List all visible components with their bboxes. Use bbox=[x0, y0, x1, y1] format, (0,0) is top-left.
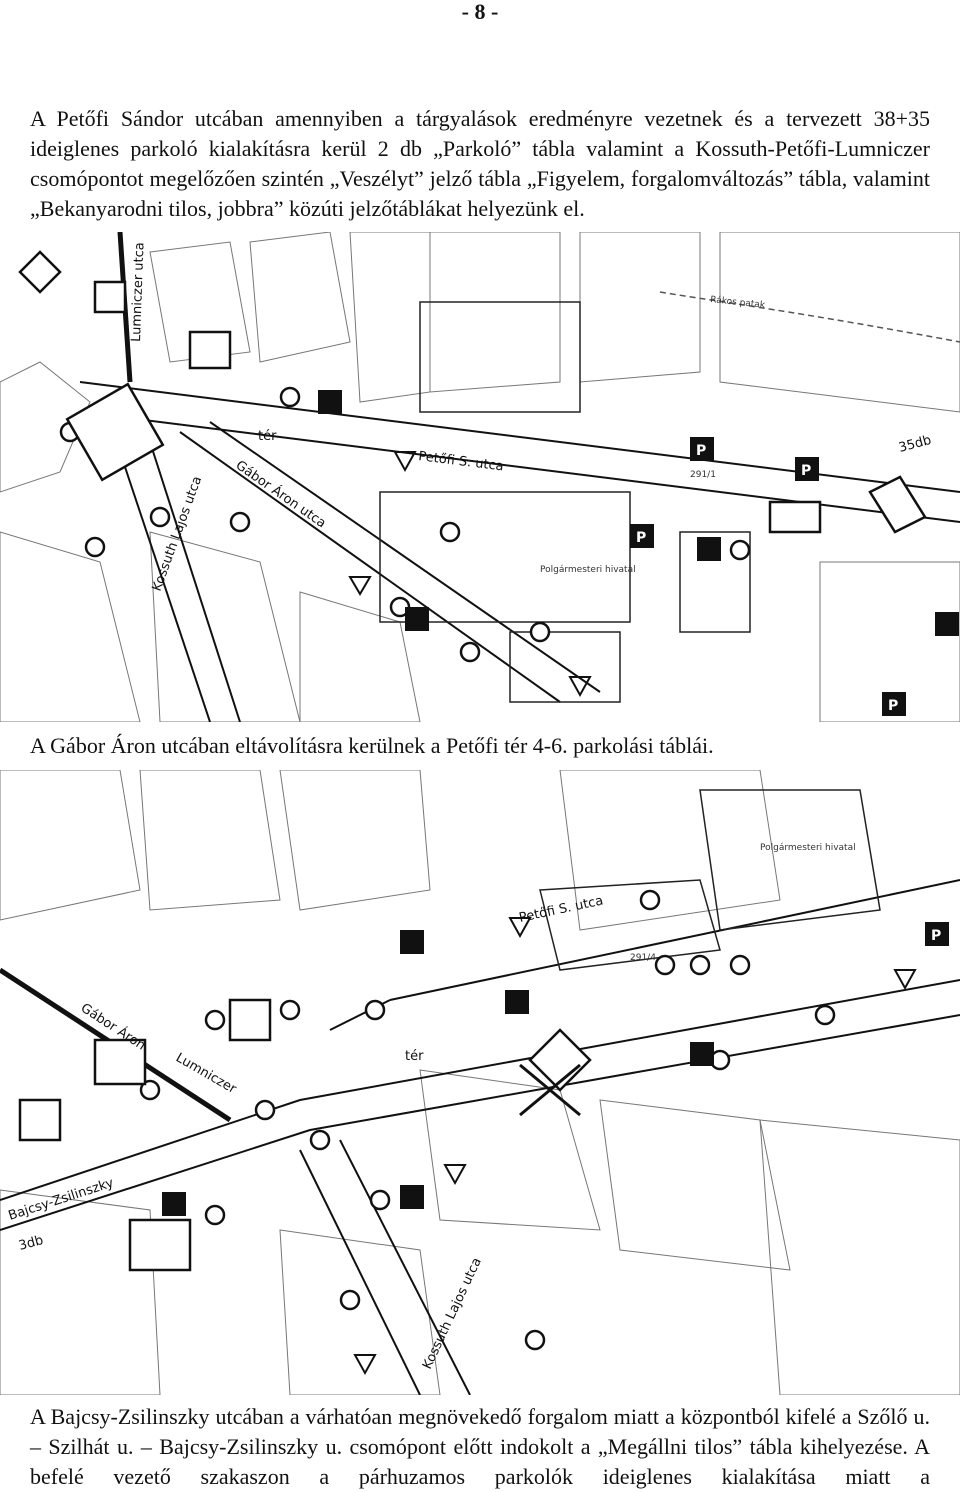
street-label-lumniczer: Lumniczer utca bbox=[129, 242, 147, 342]
street-map-bajcsy: P Petőfi S. utca Bajcsy-Zsilinszky Kossu… bbox=[0, 770, 960, 1395]
place-label-ter: tér bbox=[405, 1049, 424, 1064]
street-label-bajcsy: Bajcsy-Zsilinszky bbox=[7, 1176, 116, 1224]
parcel-label: 291/1 bbox=[690, 470, 716, 480]
parcel-label: 291/4 bbox=[630, 953, 656, 963]
paragraph-petofi: A Petőfi Sándor utcában amennyiben a tár… bbox=[30, 106, 930, 221]
parking-sign-label: P bbox=[636, 530, 646, 546]
parking-sign-label: P bbox=[696, 443, 706, 459]
street-label-petofi: Petőfi S. utca bbox=[518, 893, 605, 925]
parking-sign-label: P bbox=[801, 463, 811, 479]
page-number: - 8 - bbox=[461, 0, 499, 24]
street-label-petofi: Petőfi S. utca bbox=[418, 449, 505, 474]
place-label-ter: tér bbox=[258, 429, 277, 444]
building-label: Polgármesteri hivatal bbox=[540, 565, 636, 575]
count-label: 3db bbox=[17, 1233, 45, 1254]
parking-sign-label: P bbox=[931, 928, 941, 944]
caption-gabor-aron: A Gábor Áron utcában eltávolításra kerül… bbox=[30, 733, 714, 758]
stream-label: Rákos patak bbox=[710, 295, 767, 311]
building-label: Polgármesteri hivatal bbox=[760, 843, 856, 853]
parking-sign-label: P bbox=[888, 698, 898, 714]
count-label: 35db bbox=[897, 433, 933, 456]
street-label-kossuth: Kossuth Lajos utca bbox=[420, 1255, 485, 1371]
paragraph-bajcsy: A Bajcsy-Zsilinszky utcában a várható­an… bbox=[30, 1404, 930, 1489]
street-map-petofi: P P P P Petőfi S. utca Gábor Áron utca K… bbox=[0, 232, 960, 722]
